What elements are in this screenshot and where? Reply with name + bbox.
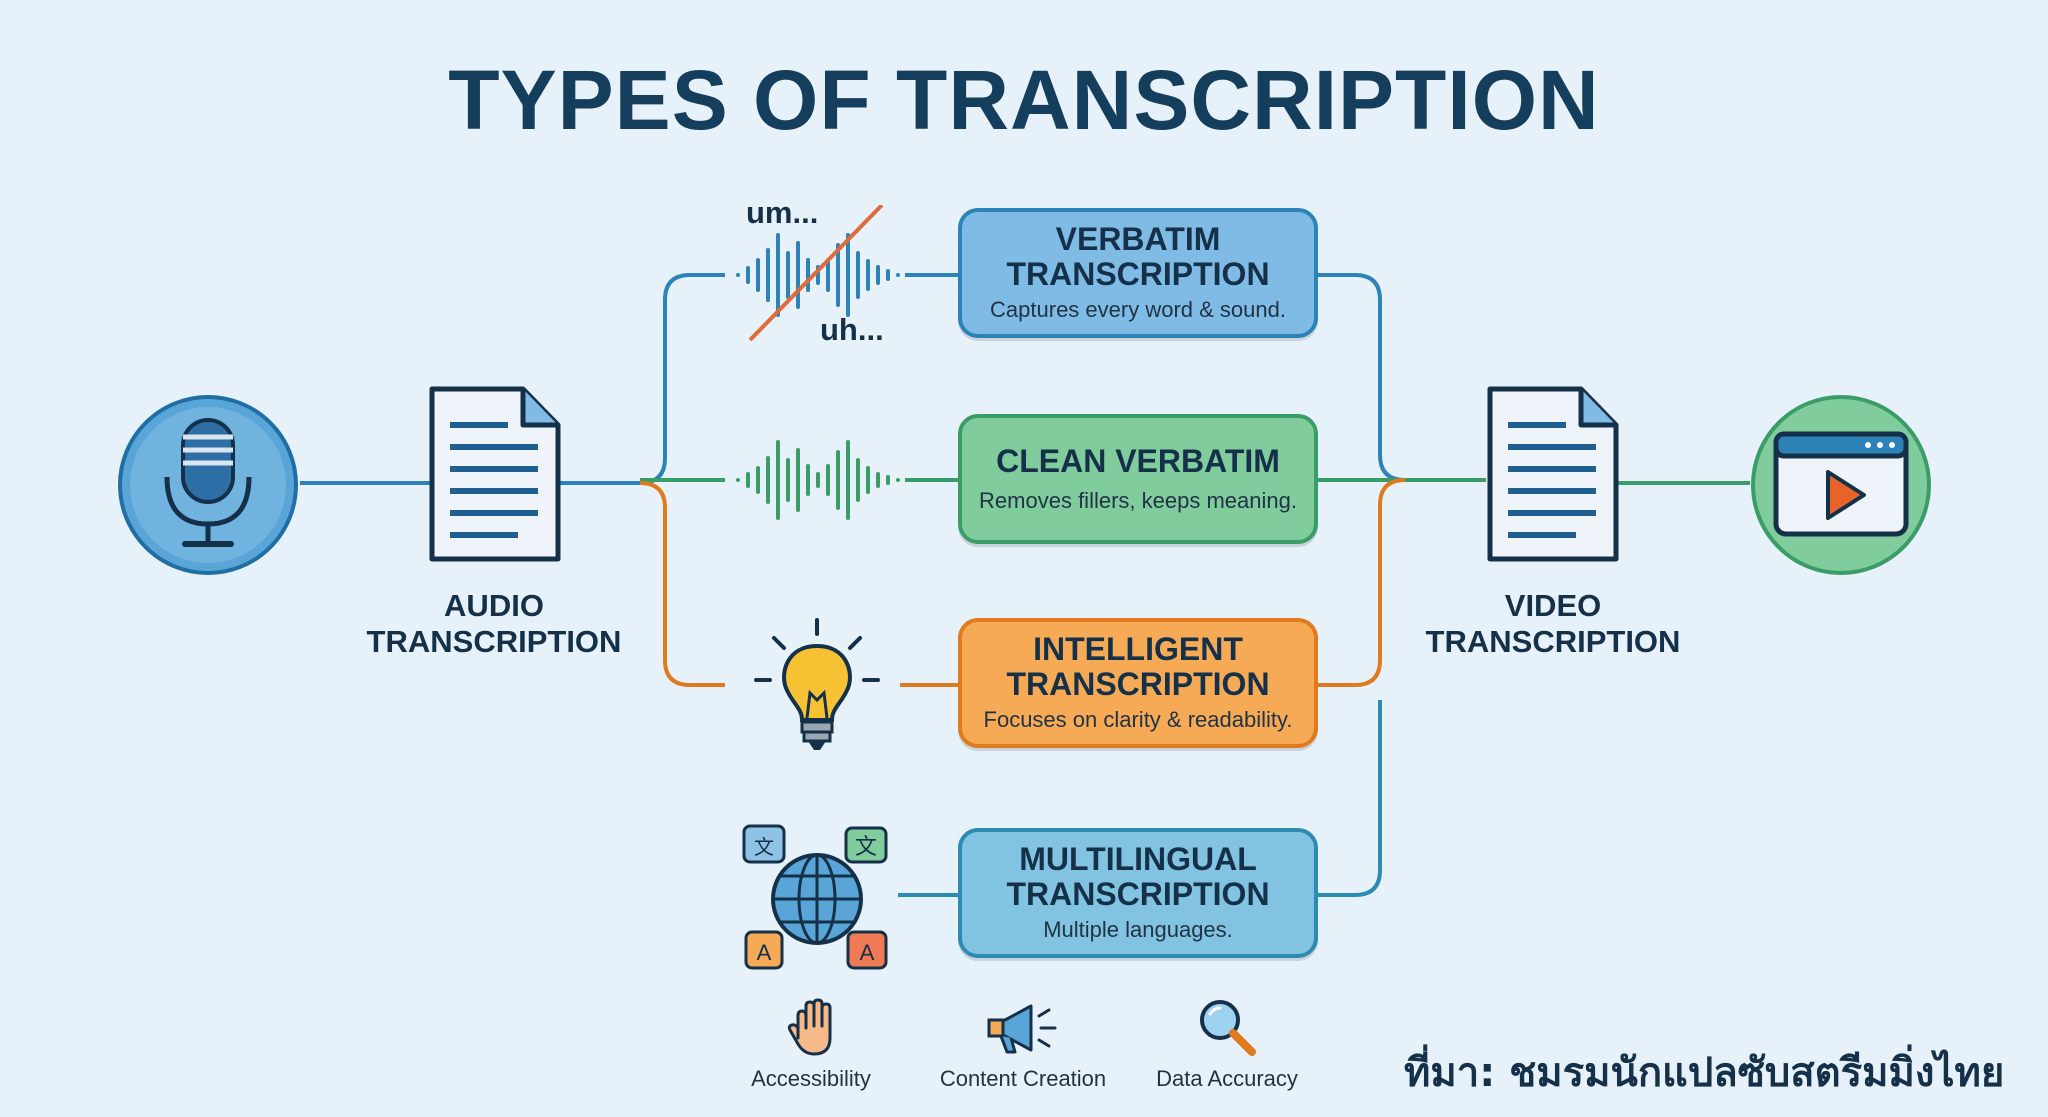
- lightbulb-icon: [754, 618, 880, 750]
- video-label-line1: VIDEO: [1504, 588, 1602, 623]
- connector-multilingual-out: [1318, 700, 1382, 897]
- page-title: TYPES OF TRANSCRIPTION: [448, 53, 1600, 147]
- waveform-icon: [736, 440, 900, 520]
- benefit-data-accuracy-label: Data Accuracy: [1156, 1066, 1298, 1091]
- video-label-line2: TRANSCRIPTION: [1425, 624, 1681, 659]
- connector-intelligent-out: [1318, 478, 1406, 687]
- connector-verbatim-out: [1318, 273, 1406, 482]
- video-player-icon: [1751, 395, 1931, 575]
- intelligent-title-line2: TRANSCRIPTION: [1006, 666, 1270, 702]
- audio-label: AUDIO TRANSCRIPTION: [344, 588, 644, 660]
- globe-translation-icon: 文 文 A A: [742, 824, 888, 970]
- audio-label-line2: TRANSCRIPTION: [366, 624, 622, 659]
- box-intelligent-transcription: INTELLIGENT TRANSCRIPTION Focuses on cla…: [958, 618, 1318, 748]
- waveform-strikethrough-icon: [736, 205, 900, 342]
- box-clean-verbatim: CLEAN VERBATIM Removes fillers, keeps me…: [958, 414, 1318, 544]
- verbatim-description: Captures every word & sound.: [990, 297, 1286, 322]
- video-label: VIDEO TRANSCRIPTION: [1403, 588, 1703, 660]
- megaphone-icon: [987, 1004, 1057, 1054]
- multilingual-title-line2: TRANSCRIPTION: [1006, 876, 1270, 912]
- audio-document-icon: [429, 386, 561, 562]
- clean-verbatim-description: Removes fillers, keeps meaning.: [979, 487, 1297, 513]
- benefit-accessibility-label: Accessibility: [751, 1066, 871, 1091]
- intelligent-title-line1: INTELLIGENT: [1033, 631, 1243, 667]
- translate-a-glyph-right: A: [860, 940, 875, 965]
- source-credit: ที่มา: ชมรมนักแปลซับสตรีมมิ่งไทย: [1404, 1050, 2005, 1096]
- box-multilingual-transcription: MULTILINGUAL TRANSCRIPTION Multiple lang…: [958, 828, 1318, 958]
- multilingual-title-line1: MULTILINGUAL: [1019, 841, 1257, 877]
- filler-um: um...: [746, 195, 819, 230]
- translate-zh-glyph: 文: [855, 835, 877, 860]
- connector-to-verbatim: [639, 273, 725, 485]
- filler-uh: uh...: [820, 312, 884, 347]
- translate-a-glyph-left: A: [757, 940, 772, 965]
- verbatim-title-line1: VERBATIM: [1055, 221, 1221, 257]
- clean-verbatim-title: CLEAN VERBATIM: [996, 442, 1280, 479]
- magnifier-icon: [1200, 1000, 1256, 1056]
- svg-text:文: 文: [754, 835, 774, 859]
- audio-label-line1: AUDIO: [444, 588, 544, 623]
- box-verbatim-transcription: VERBATIM TRANSCRIPTION Captures every wo…: [958, 208, 1318, 338]
- verbatim-title-line2: TRANSCRIPTION: [1006, 256, 1270, 292]
- benefit-content-creation-label: Content Creation: [939, 1066, 1107, 1091]
- microphone-icon: [118, 395, 298, 575]
- intelligent-description: Focuses on clarity & readability.: [983, 707, 1293, 732]
- hand-icon: [787, 998, 832, 1056]
- video-document-icon: [1487, 386, 1619, 562]
- multilingual-description: Multiple languages.: [1043, 917, 1233, 942]
- connector-to-intelligent: [639, 481, 725, 687]
